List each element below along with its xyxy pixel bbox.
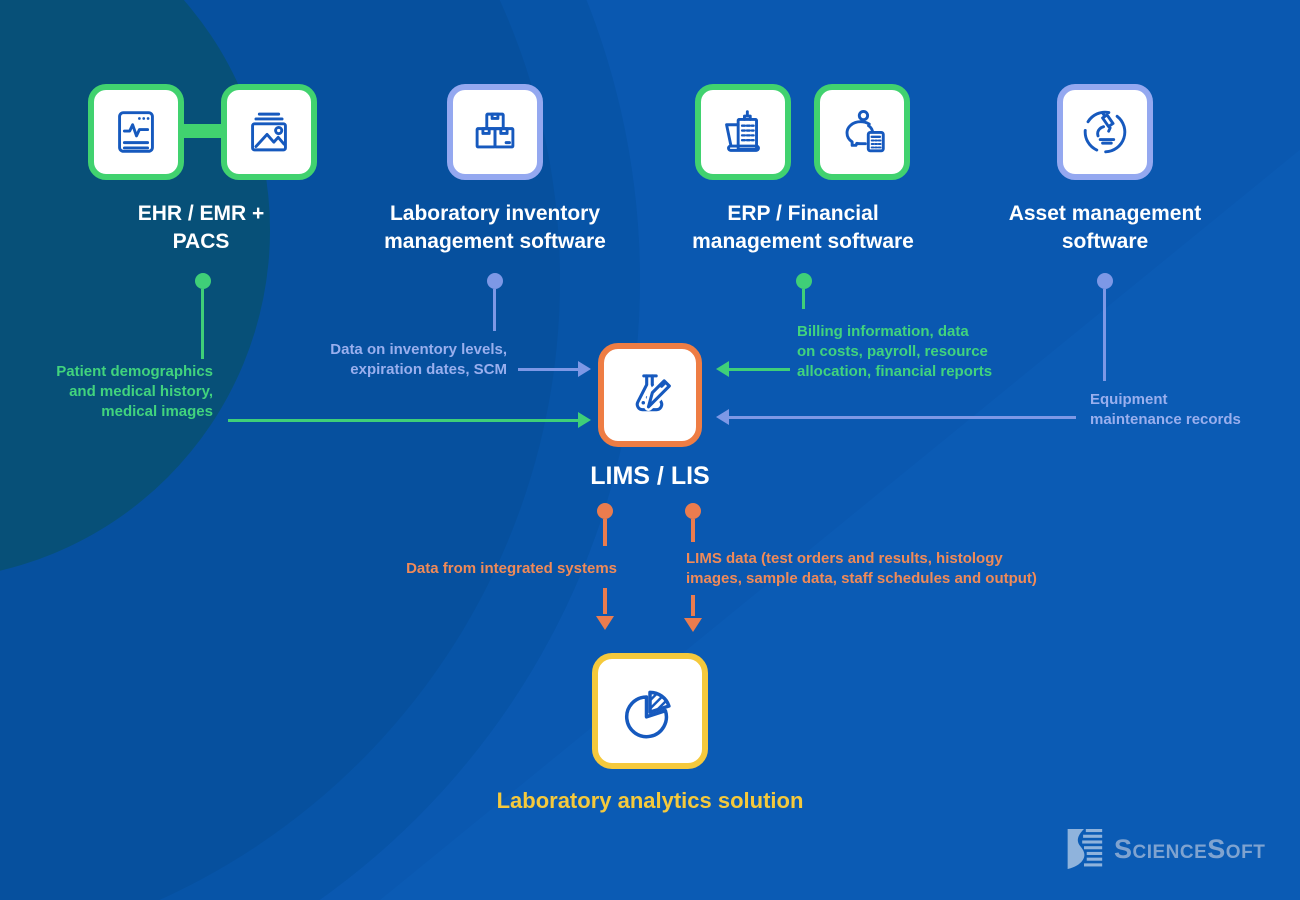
lims-output-arrowhead-right	[684, 618, 702, 632]
inventory-tile	[447, 84, 543, 180]
ehr-to-lims-line	[228, 419, 578, 422]
asset-connector-stem	[1103, 289, 1106, 381]
erp-connector-dot	[796, 273, 812, 289]
inventory-connector-dot	[487, 273, 503, 289]
ehr-pacs-label: EHR / EMR + PACS	[137, 202, 265, 253]
erp-tile	[695, 84, 791, 180]
ehr-document-icon	[118, 111, 154, 153]
billing-data-flow-label: Billing information, data on costs, payr…	[797, 323, 993, 380]
lims-output-arrowhead-left	[596, 616, 614, 630]
lims-output-stem-left-b	[603, 588, 607, 614]
lims-output-stem-right-b	[691, 595, 695, 616]
analytics-tile	[592, 653, 708, 769]
sciencesoft-logo: ScienceSoft	[1064, 827, 1265, 871]
patient-data-flow-label: Patient demographics and medical history…	[56, 363, 213, 420]
asset-tile	[1057, 84, 1153, 180]
ehr-connector-stem	[201, 289, 204, 359]
financial-tile	[814, 84, 910, 180]
lims-output-dot-right	[685, 503, 701, 519]
sciencesoft-logo-icon	[1067, 829, 1103, 869]
pacs-tile	[221, 84, 317, 180]
lims-flask-icon	[635, 374, 674, 412]
erp-to-lims-line	[729, 368, 790, 371]
ehr-connector-dot	[195, 273, 211, 289]
inventory-data-flow-label: Data on inventory levels, expiration dat…	[330, 341, 507, 378]
lims-output-stem-left-a	[603, 519, 607, 546]
asset-microscope-icon	[1083, 110, 1127, 154]
lims-output-stem-right-a	[691, 519, 695, 542]
asset-to-lims-line	[729, 416, 1076, 419]
lims-output-dot-left	[597, 503, 613, 519]
ehr-to-lims-arrowhead	[578, 412, 591, 428]
asset-connector-dot	[1097, 273, 1113, 289]
analytics-pie-chart-icon	[625, 690, 671, 739]
inventory-to-lims-line	[518, 368, 578, 371]
finance-piggy-bank-icon	[845, 109, 885, 153]
erp-to-lims-arrowhead	[716, 361, 729, 377]
lims-tile	[598, 343, 702, 447]
lims-label: LIMS / LIS	[590, 462, 710, 490]
erp-label: ERP / Financial management software	[692, 202, 914, 253]
ehr-emr-tile	[88, 84, 184, 180]
equipment-data-flow-label: Equipment maintenance records	[1090, 391, 1241, 428]
erp-connector-stem	[802, 289, 805, 309]
integrated-data-flow-label: Data from integrated systems	[406, 560, 617, 577]
ehr-pacs-connector	[178, 124, 226, 138]
inventory-label: Laboratory inventory management software	[384, 202, 606, 253]
asset-label: Asset management software	[1008, 202, 1202, 253]
inventory-boxes-icon	[475, 112, 515, 149]
lims-data-flow-label: LIMS data (test orders and results, hist…	[686, 550, 1037, 587]
asset-to-lims-arrowhead	[716, 409, 729, 425]
pacs-images-icon	[251, 112, 287, 152]
inventory-to-lims-arrowhead	[578, 361, 591, 377]
erp-building-icon	[725, 110, 760, 152]
sciencesoft-logo-text: ScienceSoft	[1114, 833, 1266, 864]
inventory-connector-stem	[493, 289, 496, 331]
analytics-label: Laboratory analytics solution	[496, 788, 804, 813]
